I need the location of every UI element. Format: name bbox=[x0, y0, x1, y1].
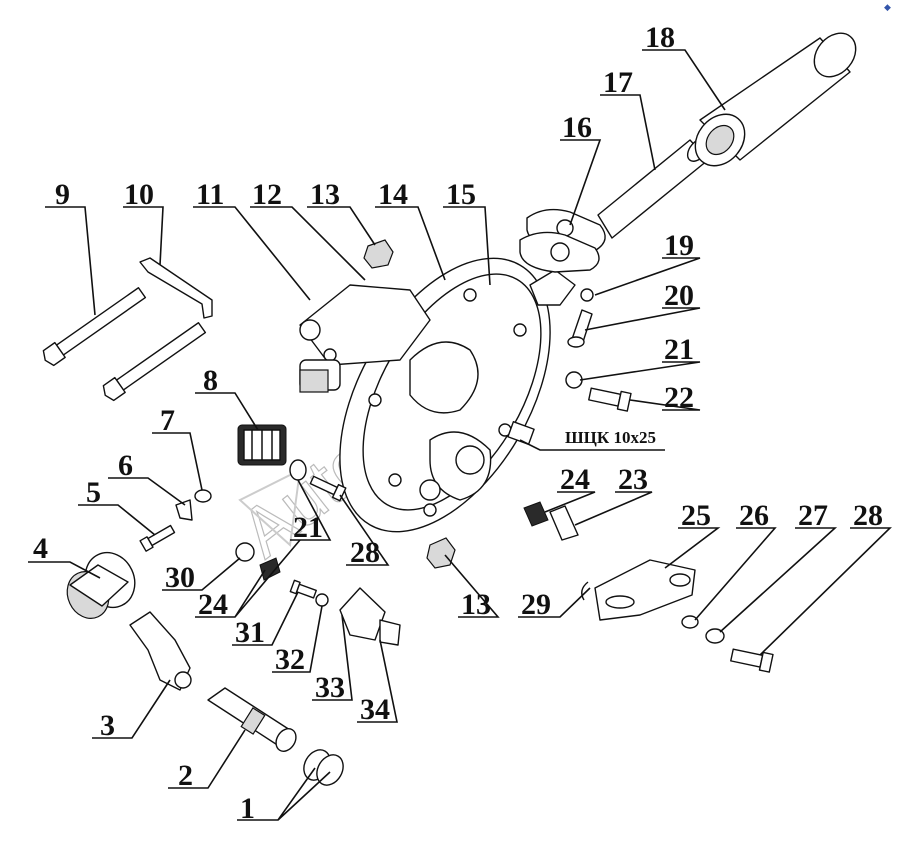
callout-15: 15 bbox=[446, 178, 476, 211]
callout-5: 5 bbox=[86, 476, 101, 509]
part-4-bearing bbox=[66, 551, 136, 619]
callout-21-lower: 21 bbox=[293, 511, 323, 544]
callout-20: 20 bbox=[664, 279, 694, 312]
svg-text:◆: ◆ bbox=[884, 2, 891, 12]
callout-2: 2 bbox=[178, 759, 193, 792]
parts-5-7-screw-washer bbox=[139, 489, 212, 552]
callout-13-lower: 13 bbox=[461, 588, 491, 621]
callout-9: 9 bbox=[55, 178, 70, 211]
fastener-note: ШЦК 10x25 bbox=[565, 428, 656, 447]
callout-10: 10 bbox=[124, 178, 154, 211]
callout-30: 30 bbox=[165, 561, 195, 594]
part-10-lock-plate bbox=[139, 257, 213, 319]
callout-22: 22 bbox=[664, 381, 694, 414]
callout-23: 23 bbox=[618, 463, 648, 496]
callout-3: 3 bbox=[100, 709, 115, 742]
parts-19-22-hardware bbox=[565, 288, 632, 412]
part-16-gasket bbox=[519, 208, 606, 273]
callout-32: 32 bbox=[275, 643, 305, 676]
callout-34: 34 bbox=[360, 693, 390, 726]
callout-4: 4 bbox=[33, 532, 48, 565]
callout-31: 31 bbox=[235, 616, 265, 649]
callout-7: 7 bbox=[160, 404, 175, 437]
pump-housing bbox=[299, 257, 576, 533]
callout-12: 12 bbox=[252, 178, 282, 211]
callout-27: 27 bbox=[798, 499, 828, 532]
parts-21-28-lower bbox=[289, 459, 347, 502]
part-3-lever bbox=[129, 611, 192, 691]
callout-24-right: 24 bbox=[560, 463, 590, 496]
callout-21: 21 bbox=[664, 333, 694, 366]
callout-labels: 1 2 3 4 5 6 7 8 9 10 11 12 13 14 15 16 1… bbox=[33, 21, 883, 825]
callout-28-right: 28 bbox=[853, 499, 883, 532]
part-13-nut-top bbox=[363, 239, 394, 269]
callout-18: 18 bbox=[645, 21, 675, 54]
callout-17: 17 bbox=[603, 66, 633, 99]
part-9-long-bolts bbox=[42, 287, 207, 402]
callout-24-left: 24 bbox=[198, 588, 228, 621]
part-13-nut-lower bbox=[426, 537, 456, 569]
callout-1: 1 bbox=[240, 792, 255, 825]
callout-6: 6 bbox=[118, 449, 133, 482]
leader-lines bbox=[28, 49, 892, 821]
callout-14: 14 bbox=[378, 178, 408, 211]
callout-16: 16 bbox=[562, 111, 592, 144]
callout-28-lower: 28 bbox=[350, 536, 380, 569]
parts-26-28-right bbox=[681, 615, 774, 673]
callout-33: 33 bbox=[315, 671, 345, 704]
part-25-bracket bbox=[594, 559, 696, 621]
part-8-gear bbox=[237, 424, 287, 466]
part-1-o-rings bbox=[303, 749, 344, 786]
parts-30-34 bbox=[235, 542, 401, 646]
parts-23-24 bbox=[523, 501, 579, 541]
callout-29: 29 bbox=[521, 588, 551, 621]
part-2-shaft bbox=[207, 687, 297, 752]
callout-26: 26 bbox=[739, 499, 769, 532]
callout-13-top: 13 bbox=[310, 178, 340, 211]
callout-25: 25 bbox=[681, 499, 711, 532]
part-18-filter-sleeve bbox=[694, 32, 857, 167]
callout-11: 11 bbox=[196, 178, 224, 211]
callout-8: 8 bbox=[203, 364, 218, 397]
callout-19: 19 bbox=[664, 229, 694, 262]
